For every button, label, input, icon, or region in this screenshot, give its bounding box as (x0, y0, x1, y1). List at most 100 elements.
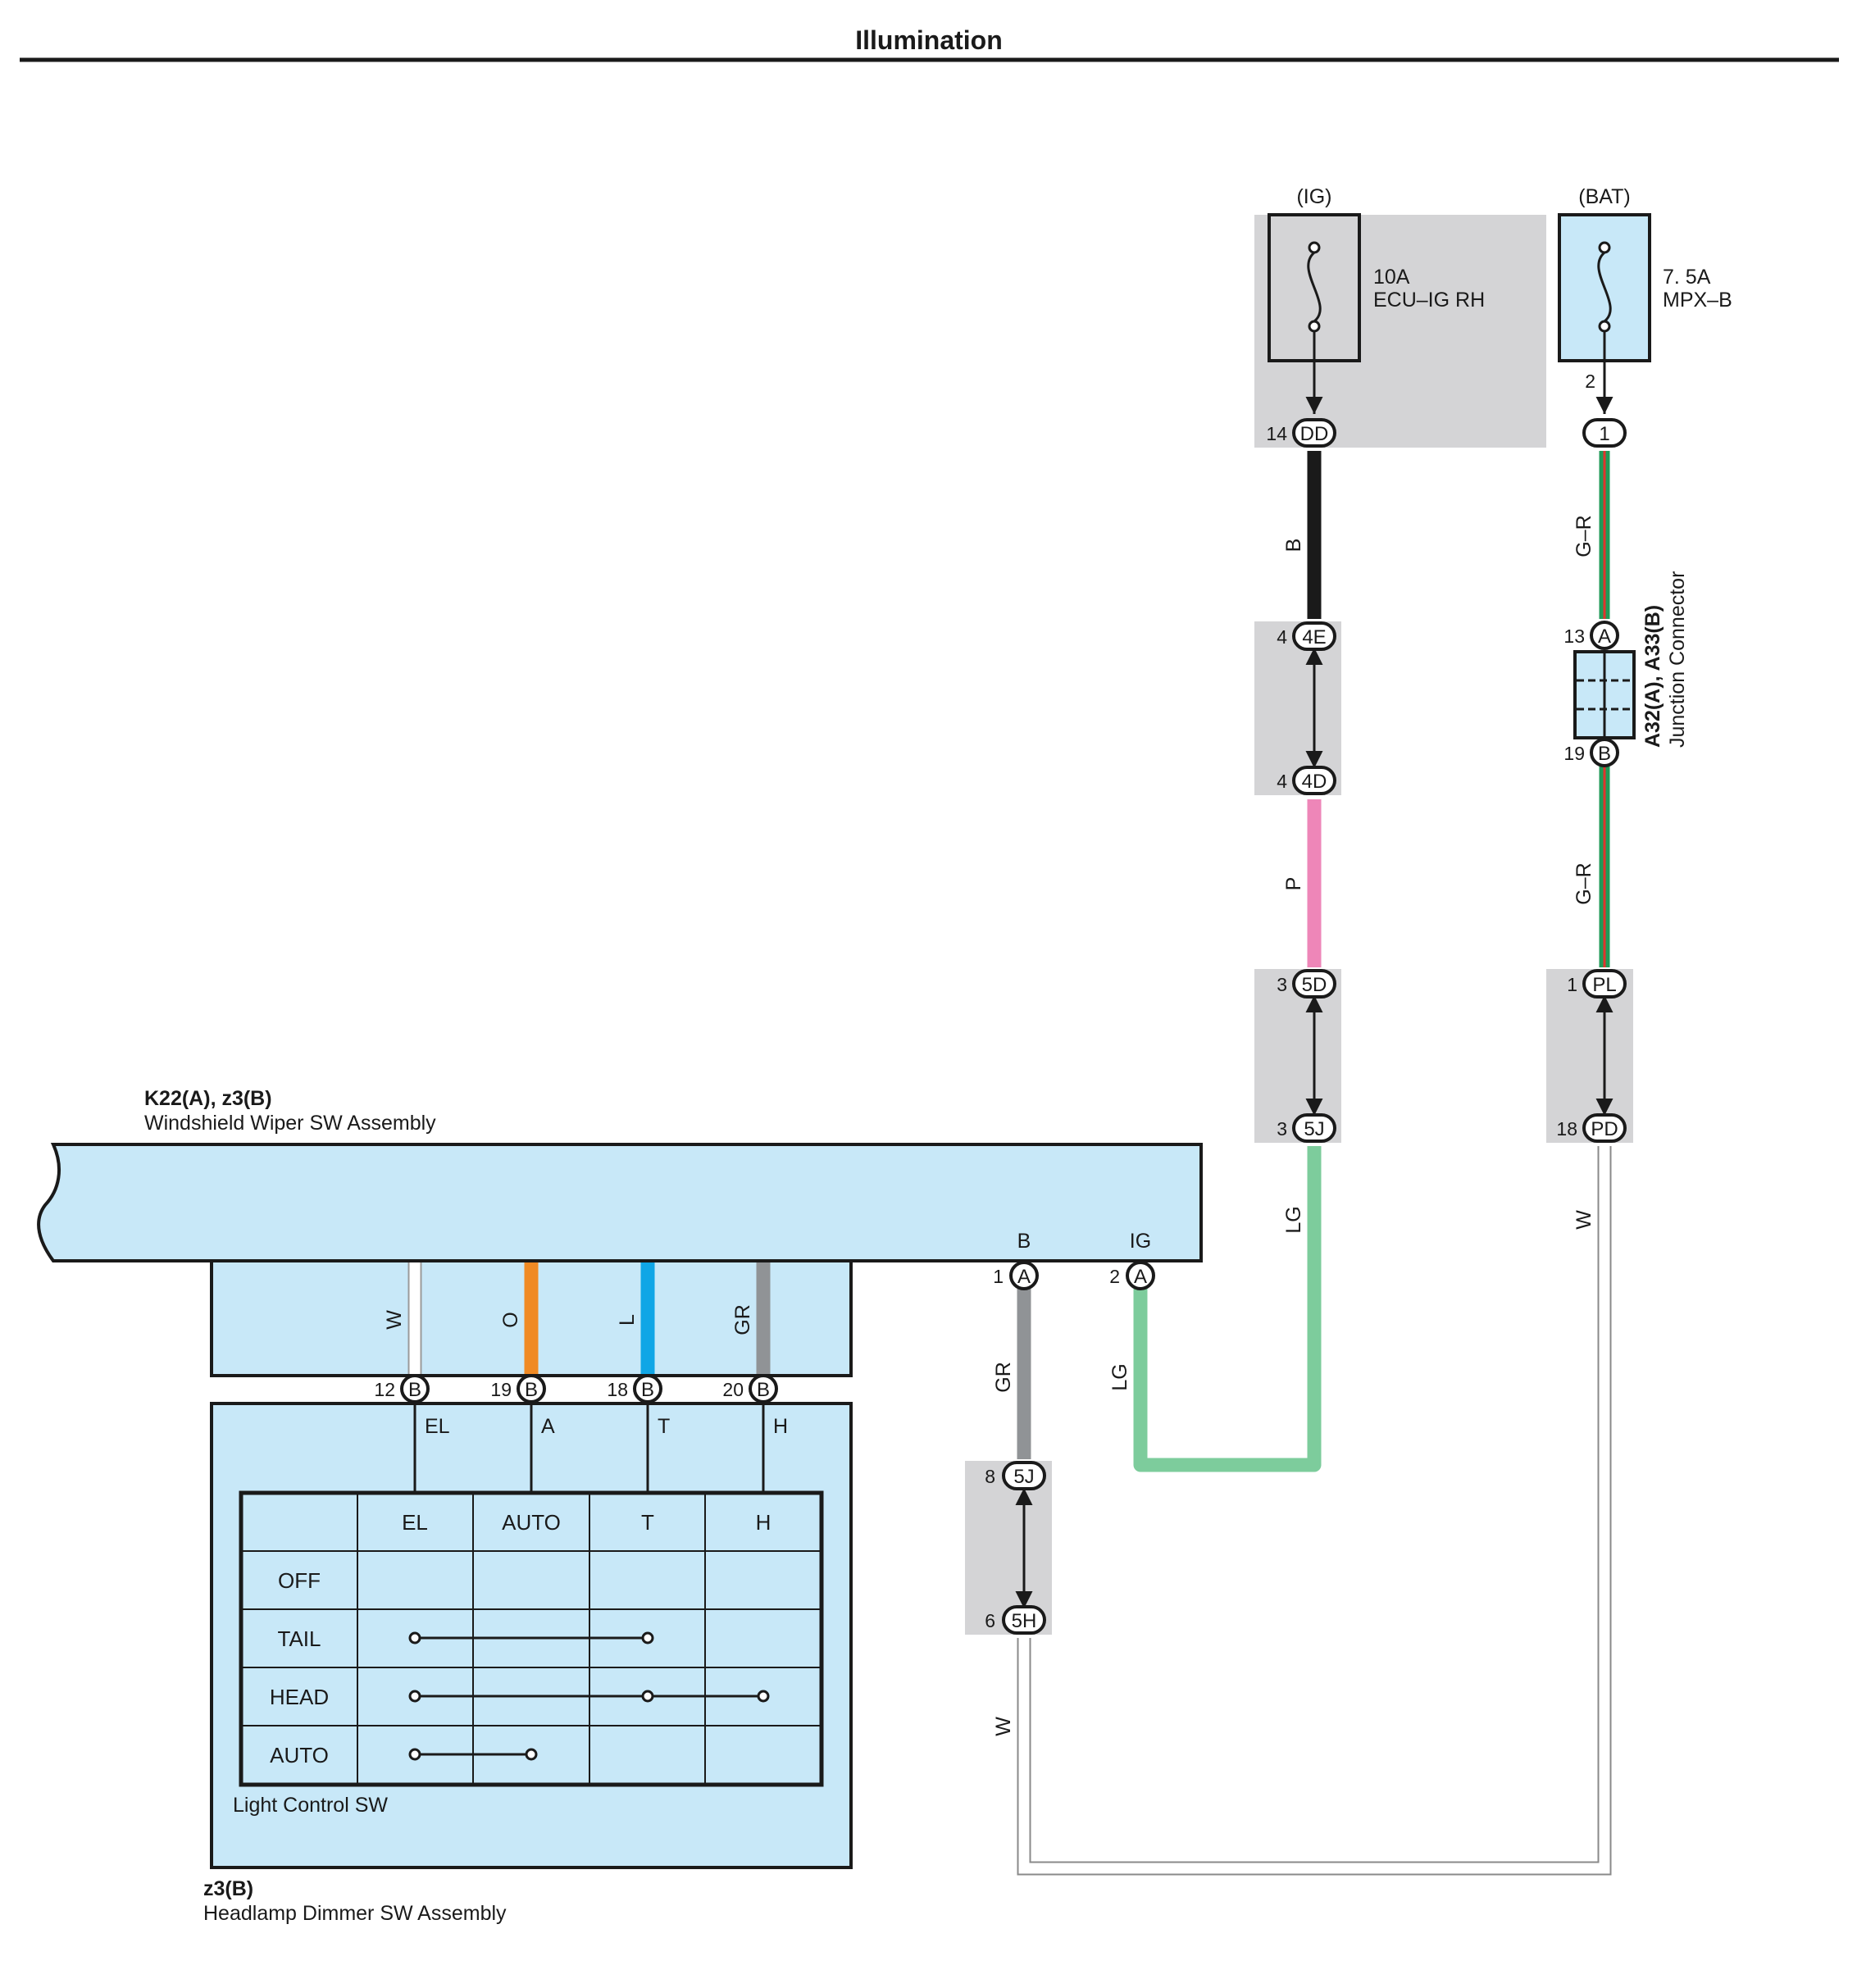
terminal-el-label: EL (425, 1415, 450, 1438)
connector-junction-a-code: A (1598, 626, 1611, 648)
wire-label-l-sw: L (616, 1314, 639, 1326)
terminal-b-label: B (1017, 1230, 1031, 1253)
continuity-dot-head-t (641, 1690, 654, 1703)
wire-label-o-sw: O (499, 1312, 522, 1327)
connector-pd-code: PD (1591, 1118, 1618, 1140)
connector-4d: 4D 4 (1277, 766, 1336, 795)
connector-1: 1 2 (1582, 371, 1627, 448)
connector-4d-pin: 4 (1277, 771, 1287, 792)
connector-b19: B 19 A (490, 1374, 555, 1438)
connector-b20: B 20 H (722, 1374, 788, 1438)
connector-5h-pin: 6 (985, 1610, 995, 1631)
connector-wiper-a2-code: A (1134, 1266, 1147, 1288)
wire-label-gr-sw: GR (731, 1304, 754, 1335)
fuse-bat-rating: 7. 5A (1663, 266, 1711, 289)
connector-5j: 5J 3 (1277, 1113, 1336, 1143)
shade-5d-5j (1254, 969, 1341, 1143)
col-header-t: T (641, 1510, 654, 1535)
connector-5j-code: 5J (1304, 1118, 1324, 1140)
row-label-off: OFF (278, 1568, 321, 1593)
connector-5j-pin: 3 (1277, 1118, 1287, 1140)
col-header-el: EL (402, 1510, 428, 1535)
connector-pd: PD 18 (1556, 1113, 1627, 1143)
continuity-dot-head-h (757, 1690, 770, 1703)
connector-4e-pin: 4 (1277, 626, 1287, 648)
connector-wiper-a1-code: A (1017, 1266, 1031, 1288)
connector-5h-code: 5H (1012, 1610, 1037, 1632)
connector-4e-code: 4E (1302, 626, 1326, 648)
connector-wiper-a2: A 2 IG (1109, 1230, 1155, 1290)
connector-1-pin: 2 (1585, 371, 1595, 392)
connector-5j-lower-code: 5J (1013, 1466, 1034, 1488)
col-header-auto: AUTO (502, 1510, 561, 1535)
wire-label-lg-2: LG (1108, 1363, 1131, 1390)
wire-label-b: B (1282, 539, 1305, 553)
junction-connector (1573, 650, 1636, 739)
shade-pl-pd (1546, 969, 1633, 1143)
connector-dd: DD 14 (1266, 418, 1336, 448)
terminal-a-label: A (541, 1415, 555, 1438)
shade-4e-4d (1254, 621, 1341, 795)
connector-b19-code: B (525, 1379, 538, 1401)
connector-b20-pin: 20 (722, 1379, 744, 1400)
junction-code: A32(A), A33(B) (1641, 605, 1664, 748)
connector-junction-b: B 19 (1563, 738, 1619, 767)
continuity-dot-auto-auto (525, 1748, 538, 1761)
wire-lg (1133, 1146, 1322, 1472)
connector-b18-code: B (641, 1379, 654, 1401)
connector-5j-lower: 5J 8 (985, 1461, 1046, 1490)
col-header-h: H (756, 1510, 771, 1535)
fuse-mpx-b (1558, 213, 1651, 414)
connector-b18: B 18 T (607, 1374, 670, 1438)
continuity-dot-head-el (408, 1690, 421, 1703)
page-title: Illumination (855, 25, 1003, 55)
wire-label-lg-1: LG (1282, 1206, 1305, 1233)
row-label-head: HEAD (270, 1685, 329, 1709)
connector-junction-a: A 13 (1563, 621, 1619, 650)
connector-dd-pin: 14 (1266, 423, 1287, 444)
connector-b12-code: B (408, 1379, 421, 1401)
ig-power-label: (IG) (1296, 185, 1331, 208)
connector-pd-pin: 18 (1556, 1118, 1577, 1140)
shade-5j-5h (965, 1461, 1052, 1635)
connector-pl: PL 1 (1567, 969, 1627, 999)
wire-label-w-right: W (1573, 1210, 1595, 1230)
light-control-table: EL AUTO T H OFF TAIL HEAD AUTO (239, 1490, 824, 1787)
connector-wiper-a2-pin: 2 (1109, 1266, 1120, 1287)
bat-power-label: (BAT) (1578, 185, 1630, 208)
wiper-name: Windshield Wiper SW Assembly (144, 1112, 436, 1135)
continuity-dot-auto-el (408, 1748, 421, 1761)
wires (1017, 451, 1612, 1876)
connector-4e: 4E 4 (1277, 621, 1336, 651)
connector-arrows (1015, 648, 1613, 1608)
fuse-ig-rating: 10A (1373, 266, 1410, 289)
terminal-h-label: H (773, 1415, 788, 1438)
light-control-label: Light Control SW (233, 1794, 388, 1817)
connector-dd-code: DD (1300, 423, 1329, 445)
connector-1-code: 1 (1599, 423, 1609, 445)
connector-5d-pin: 3 (1277, 974, 1287, 995)
dimmer-code: z3(B) (203, 1877, 253, 1900)
connector-pl-code: PL (1592, 974, 1616, 996)
continuity-marks (408, 1631, 770, 1761)
connector-5j-lower-pin: 8 (985, 1466, 995, 1487)
wiper-internal-wires (407, 1262, 771, 1374)
shade-ig-fuse-block (1254, 215, 1546, 448)
connector-b12: B 12 EL (374, 1374, 450, 1438)
junction-name: Junction Connector (1666, 571, 1689, 748)
connector-5h: 5H 6 (985, 1605, 1046, 1635)
wire-label-g-r-1: G–R (1573, 515, 1595, 557)
connector-wiper-a1: A 1 B (993, 1230, 1039, 1290)
wire-label-w-left: W (992, 1717, 1015, 1736)
row-label-tail: TAIL (278, 1626, 321, 1651)
connector-5d: 5D 3 (1277, 969, 1336, 999)
continuity-dot-tail-el (408, 1631, 421, 1645)
connector-b12-pin: 12 (374, 1379, 395, 1400)
connector-5d-code: 5D (1302, 974, 1327, 996)
dimmer-terminal-leads (413, 1400, 765, 1492)
fuse-ecu-ig-rh (1268, 213, 1361, 414)
dimmer-name: Headlamp Dimmer SW Assembly (203, 1902, 507, 1925)
fuse-bat-name: MPX–B (1663, 289, 1732, 312)
connector-b18-pin: 18 (607, 1379, 628, 1400)
